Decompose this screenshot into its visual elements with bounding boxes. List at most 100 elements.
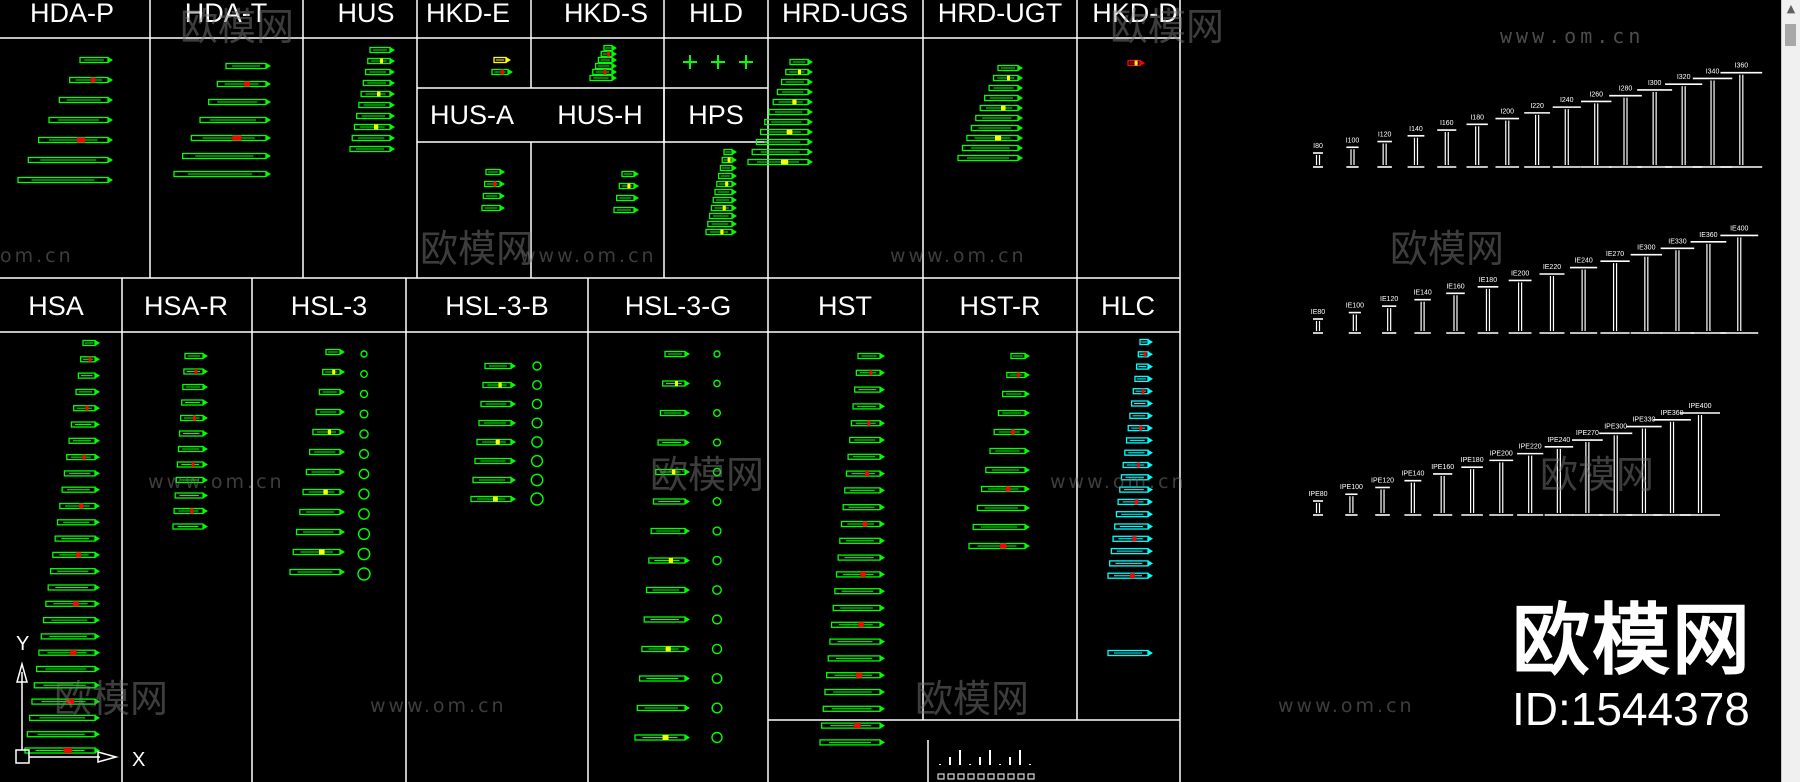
hlc-anchor-12 xyxy=(1119,486,1153,493)
hsl-3-b-anchor-5 xyxy=(474,457,516,465)
hda-t-anchor-4 xyxy=(190,134,271,142)
hsl-3-nut-11 xyxy=(357,567,371,581)
hsl-3-b-nut-7 xyxy=(530,492,544,506)
hld-anchor-2 xyxy=(739,55,753,69)
ibeam-label: I140 xyxy=(1409,126,1423,133)
hsl-3-b-nut-2 xyxy=(531,398,543,410)
hda-t-anchor-1 xyxy=(216,80,271,88)
hlc-anchor-11 xyxy=(1120,474,1153,481)
hsa-anchor-9 xyxy=(61,486,100,493)
watermark-url-5: www.om.cn xyxy=(1278,695,1415,717)
hrd-ugs-anchor-7 xyxy=(759,128,813,136)
scroll-thumb[interactable] xyxy=(1785,24,1796,46)
ibeam-ie270: IE270 xyxy=(1600,251,1630,334)
hps-anchor-6 xyxy=(712,196,737,204)
ibeam-i140: I140 xyxy=(1407,126,1425,168)
hsl-3-g-anchor-2 xyxy=(659,409,690,417)
ibeam-ie360: IE360 xyxy=(1690,232,1727,334)
ibeam-ie160: IE160 xyxy=(1446,283,1465,334)
hst-anchor-23 xyxy=(819,739,885,746)
hsa-anchor-4 xyxy=(73,405,100,412)
hst-anchor-11 xyxy=(839,537,885,544)
panel-label-hsl-3-b: HSL-3-B xyxy=(445,291,549,321)
hus-a-anchor-2 xyxy=(482,192,505,200)
hsl-3-g-anchor-11 xyxy=(638,675,690,682)
hst-anchor-20 xyxy=(824,688,885,696)
hsl-3-b-nut-0 xyxy=(532,361,542,371)
hst-anchor-16 xyxy=(830,621,885,628)
ibeam-label: IPE400 xyxy=(1689,403,1712,410)
scroll-up-arrow-icon[interactable]: ▲ xyxy=(1786,2,1796,15)
panel-grid xyxy=(0,0,1181,782)
hsl-3-b-nut-5 xyxy=(530,454,544,468)
brand-logo: 欧模网 xyxy=(1512,596,1753,686)
hst-r-anchor-2 xyxy=(1001,390,1030,398)
hsl-3-b-nut-1 xyxy=(532,380,542,390)
ibeam-i240: I240 xyxy=(1552,97,1581,168)
hsl-3-g-nut-1 xyxy=(713,379,721,388)
hrd-ugs-anchor-5 xyxy=(768,108,813,116)
hst-anchor-10 xyxy=(840,520,885,528)
hda-p-anchor-1 xyxy=(69,76,113,84)
ibeam-ipe100: IPE100 xyxy=(1340,484,1363,516)
hst-anchor-13 xyxy=(835,571,885,578)
hsl-3-g-anchor-13 xyxy=(634,734,690,741)
hrd-ugs-anchor-1 xyxy=(785,68,813,76)
hlc-anchor-14 xyxy=(1115,511,1153,518)
hus-a-anchor-1 xyxy=(484,180,505,188)
ibeam-ie100: IE100 xyxy=(1346,303,1364,334)
hsl-3-g-anchor-0 xyxy=(664,350,690,358)
hsl-3-b-nut-6 xyxy=(530,473,544,487)
hsl-3-b-anchor-7 xyxy=(470,495,516,503)
hsl-3-nut-0 xyxy=(360,350,368,358)
hrd-ugs-anchor-9 xyxy=(751,148,813,156)
hus-a-anchor-0 xyxy=(485,168,505,176)
hsl-3-anchor-9 xyxy=(295,528,345,536)
hst-r-anchor-7 xyxy=(980,485,1030,493)
panel-label-hsa: HSA xyxy=(28,291,84,321)
panel-label-hld: HLD xyxy=(689,0,743,28)
hsl-3-b-anchor-3 xyxy=(478,419,516,427)
hsl-3-nut-8 xyxy=(358,508,370,520)
ibeam-drawings: I80I100I120I140I160I180I200I220I240I260I… xyxy=(1308,63,1763,516)
hsa-anchor-24 xyxy=(26,731,100,738)
hsa-r-anchor-3 xyxy=(181,399,208,406)
vertical-scrollbar[interactable]: ▲ xyxy=(1781,0,1800,782)
ibeam-label: I280 xyxy=(1619,86,1633,93)
ibeam-label: I180 xyxy=(1470,114,1484,121)
watermark-logo-3: 欧模网 xyxy=(1390,227,1504,271)
ibeam-ipe360: IPE360 xyxy=(1653,410,1691,516)
brand-id: ID:1544378 xyxy=(1512,683,1750,735)
hst-anchor-3 xyxy=(852,403,885,410)
hsa-anchor-3 xyxy=(75,388,100,396)
hsa-r-anchor-9 xyxy=(174,492,208,499)
hsa-anchor-17 xyxy=(42,616,100,624)
hsa-r-anchor-7 xyxy=(176,461,208,468)
hsa-anchor-19 xyxy=(38,649,100,656)
hsa-anchor-22 xyxy=(31,698,100,705)
ibeam-label: IPE270 xyxy=(1576,430,1599,437)
watermark-logo-1: 欧模网 xyxy=(1110,5,1224,49)
ibeam-ipe300: IPE300 xyxy=(1599,423,1633,516)
hsl-3-anchor-3 xyxy=(315,408,345,416)
hrd-ugt-anchor-2 xyxy=(988,84,1023,92)
ibeam-ipe270: IPE270 xyxy=(1571,430,1603,516)
hsa-r-anchor-11 xyxy=(172,523,208,530)
watermark-logo-0: 欧模网 xyxy=(180,5,294,49)
hst-anchor-5 xyxy=(849,436,885,444)
ibeam-ie200: IE200 xyxy=(1508,270,1532,334)
hst-anchor-19 xyxy=(825,672,885,679)
hkd-d-anchor xyxy=(1127,59,1145,67)
hrd-ugs-anchor-10 xyxy=(747,158,813,166)
hsa-anchor-15 xyxy=(47,584,100,591)
hlc-anchor-0 xyxy=(1139,338,1153,346)
hus-anchor-1 xyxy=(367,57,395,65)
hkd-s-anchor-0 xyxy=(603,44,617,52)
hld-anchor-1 xyxy=(711,55,725,69)
watermark-logo-6: 欧模网 xyxy=(54,677,168,721)
panel-label-hrd-ugs: HRD-UGS xyxy=(782,0,908,28)
hsa-anchor-2 xyxy=(77,372,100,379)
hsl-3-nut-7 xyxy=(358,488,370,500)
